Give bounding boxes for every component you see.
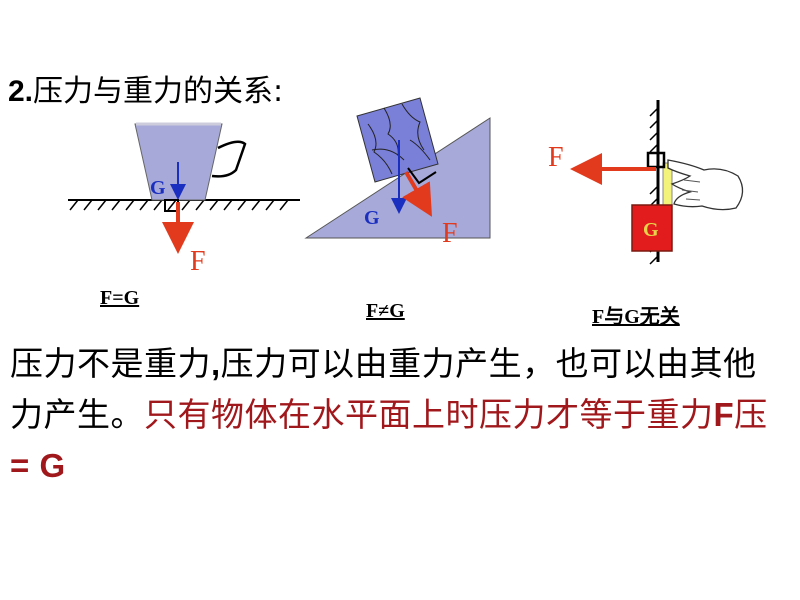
incline-diagram: G F <box>304 97 491 249</box>
ground-hatching <box>69 199 289 211</box>
formula-rest: = G <box>10 447 66 484</box>
wall-f-label: F <box>548 142 564 173</box>
wall-caption: F与G无关 <box>592 306 680 328</box>
incline-block <box>356 97 439 183</box>
para-red-statement: 只有物体在水平面上时压力才等于重力 <box>144 395 714 434</box>
cup-g-label: G <box>150 177 166 199</box>
para-comma: , <box>211 345 221 382</box>
title-text: 压力与重力的关系: <box>33 74 284 109</box>
wall-right-angle <box>646 151 666 169</box>
title-number: 2. <box>8 75 34 108</box>
incline-f-label: F <box>442 218 458 249</box>
block-texture <box>367 103 431 175</box>
incline-caption: F≠G <box>366 300 405 322</box>
hand-fingers <box>681 179 701 201</box>
formula-ya: 压 <box>734 395 768 434</box>
explanation-paragraph: 压力不是重力,压力可以由重力产生，也可以由其他力产生。只有物体在水平面上时压力才… <box>10 338 790 491</box>
cup-caption: F=G <box>100 287 140 309</box>
cup-diagram: G F <box>68 122 300 277</box>
slide-title: 2.压力与重力的关系: <box>8 66 283 110</box>
incline-force-arrow <box>402 170 433 217</box>
para-black-1: 压力不是重力 <box>10 344 211 383</box>
cup-handle <box>211 140 247 178</box>
hand-drawing <box>667 159 744 211</box>
cup-f-label: F <box>190 246 206 277</box>
incline-g-label: G <box>364 207 380 229</box>
wall-block <box>631 204 673 252</box>
formula-f: F <box>713 396 735 433</box>
para-black-2: 压力可以由重力产生，也可以由其他力产生。 <box>10 344 757 434</box>
wall-g-label: G <box>643 219 659 241</box>
wall-diagram: G F <box>548 100 744 265</box>
